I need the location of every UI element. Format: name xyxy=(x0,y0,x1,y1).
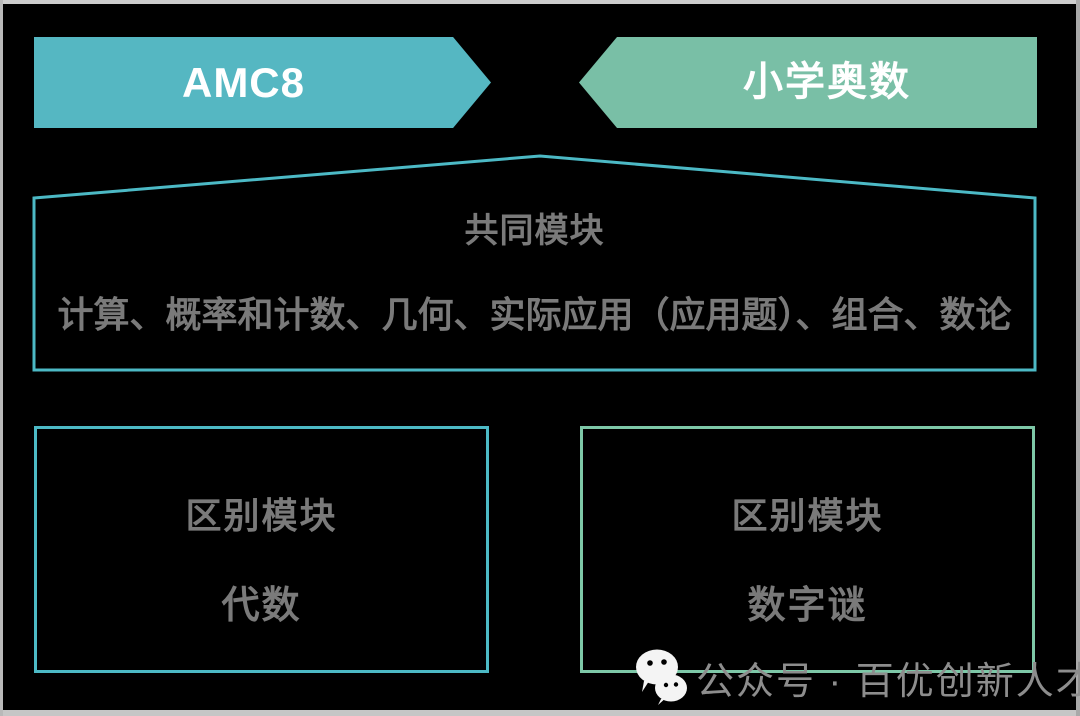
olympiad-diff-box: 区别模块 数字谜 xyxy=(580,426,1035,673)
page-edge-right xyxy=(1076,0,1080,716)
amc8-diff-box: 区别模块 代数 xyxy=(34,426,489,673)
amc8-diff-box-title: 区别模块 xyxy=(185,495,338,536)
page-edge-top xyxy=(0,0,1080,4)
common-module-items: 计算、概率和计数、几何、实际应用（应用题）、组合、数论 xyxy=(57,294,1012,335)
watermark: 公众号 · 百优创新人才基地 xyxy=(634,648,1080,706)
olympiad-diff-box-content: 数字谜 xyxy=(747,585,868,627)
banner-amc8-label: AMC8 xyxy=(181,59,305,106)
amc8-diff-box-content: 代数 xyxy=(221,585,302,627)
banner-olympiad: 小学奥数 xyxy=(579,37,1037,128)
banner-olympiad-label: 小学奥数 xyxy=(743,60,911,104)
banner-amc8: AMC8 xyxy=(34,37,491,128)
page-edge-bottom xyxy=(0,710,1080,716)
watermark-text: 公众号 · 百优创新人才基地 xyxy=(696,660,1080,703)
olympiad-diff-box-title: 区别模块 xyxy=(731,495,884,536)
wechat-icon xyxy=(636,649,687,705)
page-edge-left xyxy=(0,0,3,716)
common-module-title: 共同模块 xyxy=(464,212,605,250)
